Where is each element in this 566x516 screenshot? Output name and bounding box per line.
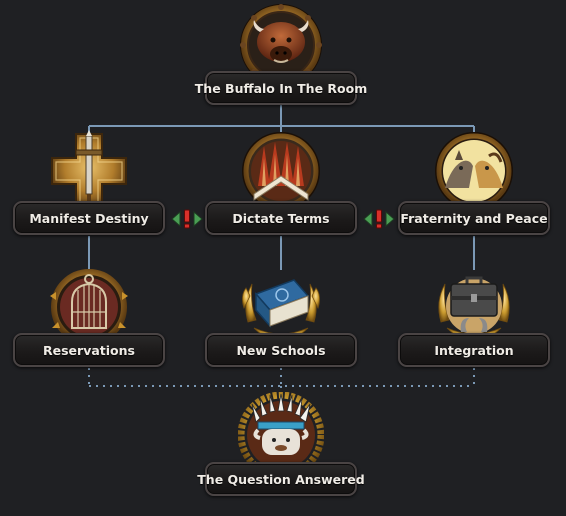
focus-label: Dictate Terms	[232, 210, 330, 226]
birdcage-icon[interactable]	[46, 262, 132, 348]
focus-label: The Buffalo In The Room	[194, 80, 368, 96]
focus-label: New Schools	[236, 342, 326, 358]
focus-label: Fraternity and Peace	[400, 210, 548, 226]
focus-label: Manifest Destiny	[29, 210, 149, 226]
mutually-exclusive-icon	[363, 209, 395, 229]
focus-label: Integration	[434, 342, 514, 358]
focus-dictate-terms[interactable]: Dictate Terms	[205, 201, 357, 235]
book-icon[interactable]	[238, 262, 324, 348]
focus-the-question-answered[interactable]: The Question Answered	[197, 462, 365, 496]
briefcase-icon[interactable]	[431, 262, 517, 348]
focus-manifest-destiny[interactable]: Manifest Destiny	[13, 201, 165, 235]
buffalo-icon[interactable]	[238, 2, 324, 88]
tipi-fire-icon[interactable]	[238, 128, 324, 214]
focus-integration[interactable]: Integration	[398, 333, 550, 367]
focus-reservations[interactable]: Reservations	[13, 333, 165, 367]
mutually-exclusive-icon	[171, 209, 203, 229]
focus-label: Reservations	[43, 342, 135, 358]
focus-fraternity-and-peace[interactable]: Fraternity and Peace	[398, 201, 550, 235]
focus-new-schools[interactable]: New Schools	[205, 333, 357, 367]
focus-label: The Question Answered	[197, 471, 365, 487]
focus-the-buffalo-in-the-room[interactable]: The Buffalo In The Room	[195, 71, 367, 105]
